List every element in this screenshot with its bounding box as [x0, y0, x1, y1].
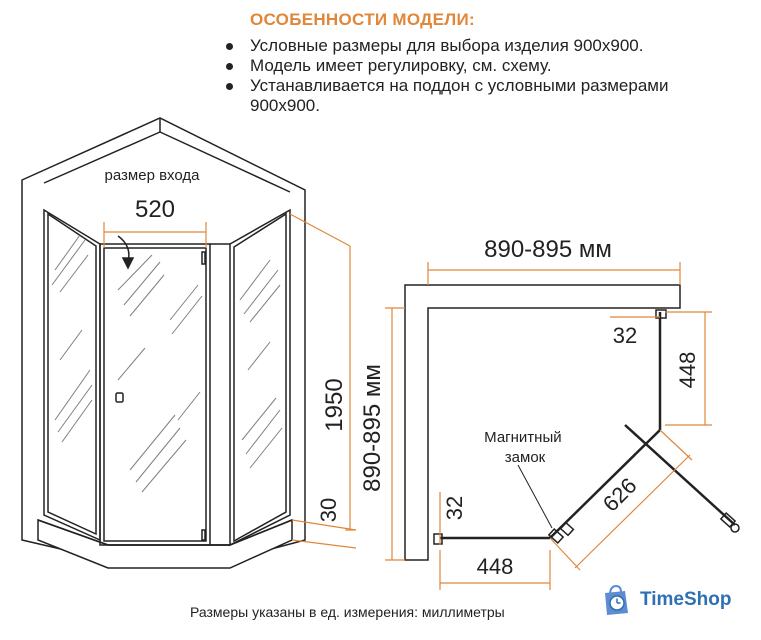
- plan-depth-value: 890-895 мм: [359, 364, 386, 492]
- magnet-label: Магнитный замок: [484, 429, 566, 466]
- bottom-panel-value: 448: [477, 554, 514, 579]
- right-offset-value: 32: [613, 323, 637, 348]
- feature-item: Устанавливается на поддон с условными ра…: [222, 76, 742, 116]
- glass-reflections: [51, 234, 283, 493]
- feature-item: Условные размеры для выбора изделия 900х…: [222, 36, 742, 56]
- door-swing-icon: [117, 235, 135, 270]
- units-footnote: Размеры указаны в ед. измерения: миллиме…: [190, 604, 505, 620]
- brand-logo[interactable]: TimeShop: [600, 582, 732, 618]
- right-panel-value: 448: [675, 352, 700, 389]
- entrance-width-value: 520: [135, 196, 175, 223]
- perspective-view: [21, 117, 306, 569]
- height-dimension: [289, 213, 357, 549]
- height-value: 1950: [321, 378, 348, 431]
- feature-item: Модель имеет регулировку, см. схему.: [222, 56, 742, 76]
- plan-dimensions: [385, 262, 712, 590]
- magnet-leader-line: [517, 464, 553, 529]
- door-diagonal-value: 626: [598, 473, 642, 517]
- entrance-dimension: [103, 222, 207, 248]
- entrance-label: размер входа: [105, 167, 201, 184]
- door-handle-icon: [115, 392, 124, 403]
- plan-width-value: 890-895 мм: [484, 236, 612, 263]
- features-title: ОСОБЕННОСТИ МОДЕЛИ:: [250, 10, 475, 29]
- shopping-bag-clock-icon: [605, 584, 628, 615]
- features-block: ОСОБЕННОСТИ МОДЕЛИ: Условные размеры для…: [222, 10, 742, 116]
- base-height-value: 30: [316, 498, 341, 522]
- brand-name: TimeShop: [640, 589, 732, 610]
- left-offset-value: 32: [442, 496, 467, 520]
- features-list: Условные размеры для выбора изделия 900х…: [222, 36, 742, 116]
